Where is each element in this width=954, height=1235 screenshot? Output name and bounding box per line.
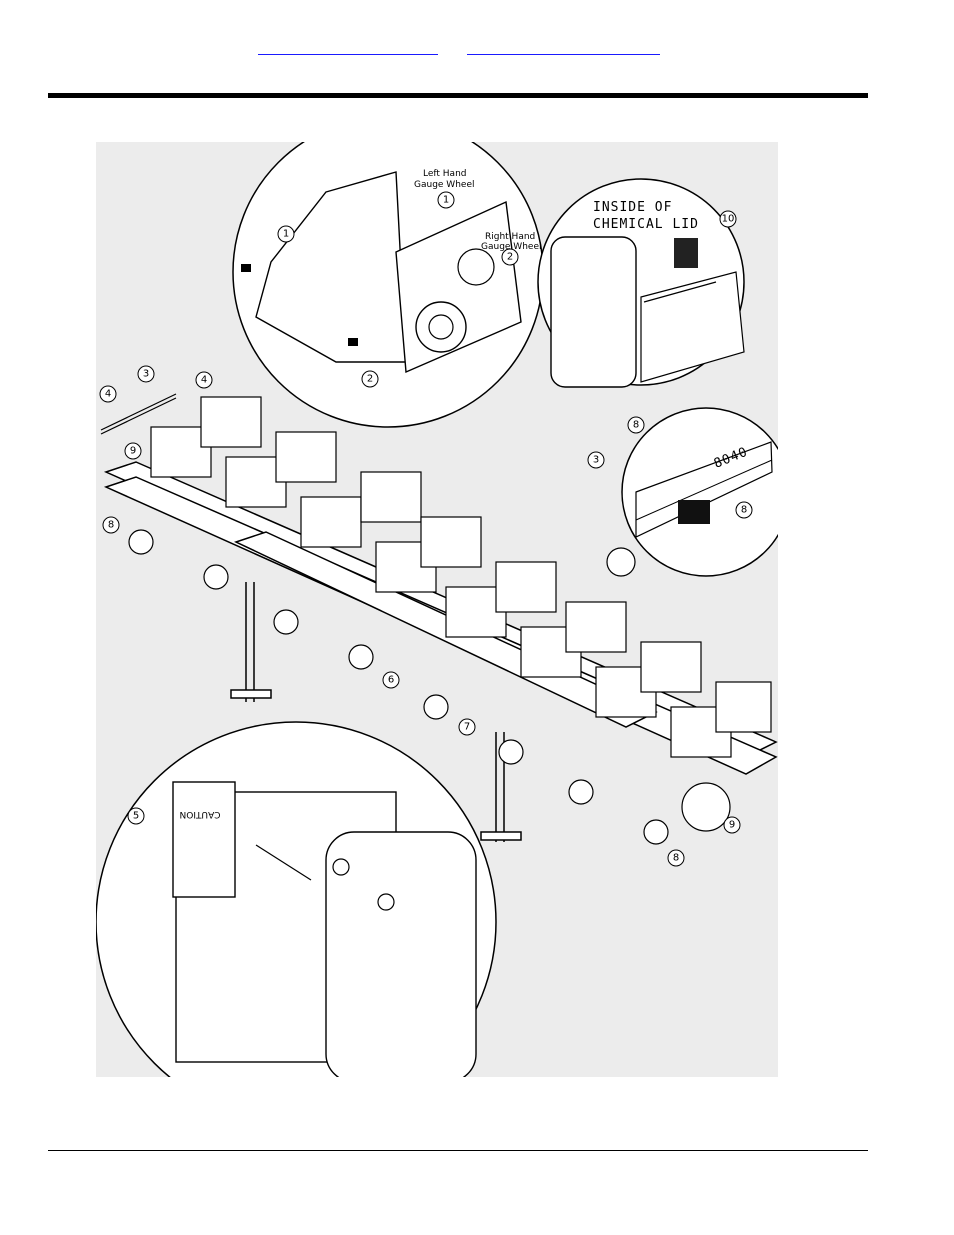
hopper (360, 471, 422, 523)
inset-chemical-lid: INSIDE OF CHEMICAL LID (537, 178, 745, 388)
chemical-lid-decal (674, 238, 698, 268)
header-links (0, 40, 954, 60)
left-hand-label-1: Left Hand (423, 169, 467, 179)
model-decal (678, 500, 710, 524)
marker-decal (100, 393, 177, 435)
header-link-2[interactable] (467, 40, 660, 55)
hopper (640, 641, 702, 693)
callout-10: 10 (722, 214, 735, 225)
wheel (568, 779, 594, 805)
callout-3: 3 (593, 455, 599, 466)
callout-7: 7 (464, 722, 470, 733)
wheel (273, 609, 299, 635)
callout-4: 4 (105, 389, 111, 400)
callout-9: 9 (729, 820, 735, 831)
left-hand-label-2: Gauge Wheel (414, 180, 474, 190)
drive-wheel (681, 782, 731, 832)
caution-title: CAUTION (180, 809, 221, 819)
callout-8: 4 (201, 375, 207, 386)
callout-numbers: 1 1 2 2 10 3 4 4 3 8 8 9 8 6 7 9 8 5 (105, 195, 747, 864)
inset-marker-model: 8040 (606, 407, 778, 577)
callout-1: 1 (443, 195, 449, 206)
stand-left-foot (230, 689, 272, 699)
parts-diagram-svg: Left Hand Gauge Wheel Right Hand Gauge W… (96, 142, 778, 1077)
caution-decal (172, 781, 236, 898)
hopper (420, 516, 482, 568)
chemical-lid-label: CHEMICAL LID (593, 217, 699, 232)
callout-8: 8 (741, 505, 747, 516)
right-hand-label-2: Gauge Wheel (481, 242, 541, 252)
callout-2: 2 (367, 374, 373, 385)
wheel (348, 644, 374, 670)
inside-of-label: INSIDE OF (593, 200, 672, 215)
right-hand-label-1: Right Hand (485, 232, 535, 242)
wheel (498, 739, 524, 765)
hopper (565, 601, 627, 653)
wheel (423, 694, 449, 720)
inset-gauge-wheel: Left Hand Gauge Wheel Right Hand Gauge W… (232, 142, 544, 428)
hopper (715, 681, 772, 733)
parts-diagram: Left Hand Gauge Wheel Right Hand Gauge W… (96, 142, 778, 1077)
wheels (128, 529, 731, 845)
callout-2: 2 (507, 252, 513, 263)
header-rule (48, 93, 868, 98)
callout-8: 8 (108, 520, 114, 531)
callout-4: 8 (633, 420, 639, 431)
hopper (275, 431, 337, 483)
callouts (99, 191, 753, 867)
wheel (128, 529, 154, 555)
hopper (200, 396, 262, 448)
seed-hoppers (150, 396, 772, 758)
hopper (300, 496, 362, 548)
inset-caution-decal: CAUTION (96, 721, 497, 1077)
footer-rule (48, 1150, 868, 1151)
callout-8: 8 (673, 853, 679, 864)
callout-1: 1 (283, 229, 289, 240)
callout-6: 6 (388, 675, 394, 686)
callout-3: 3 (143, 369, 149, 380)
wheel (643, 819, 669, 845)
callout-9: 9 (130, 446, 136, 457)
stand-right-foot (480, 831, 522, 841)
hopper (495, 561, 557, 613)
callout-5: 5 (133, 811, 139, 822)
wheel (203, 564, 229, 590)
header-link-1[interactable] (258, 40, 438, 55)
